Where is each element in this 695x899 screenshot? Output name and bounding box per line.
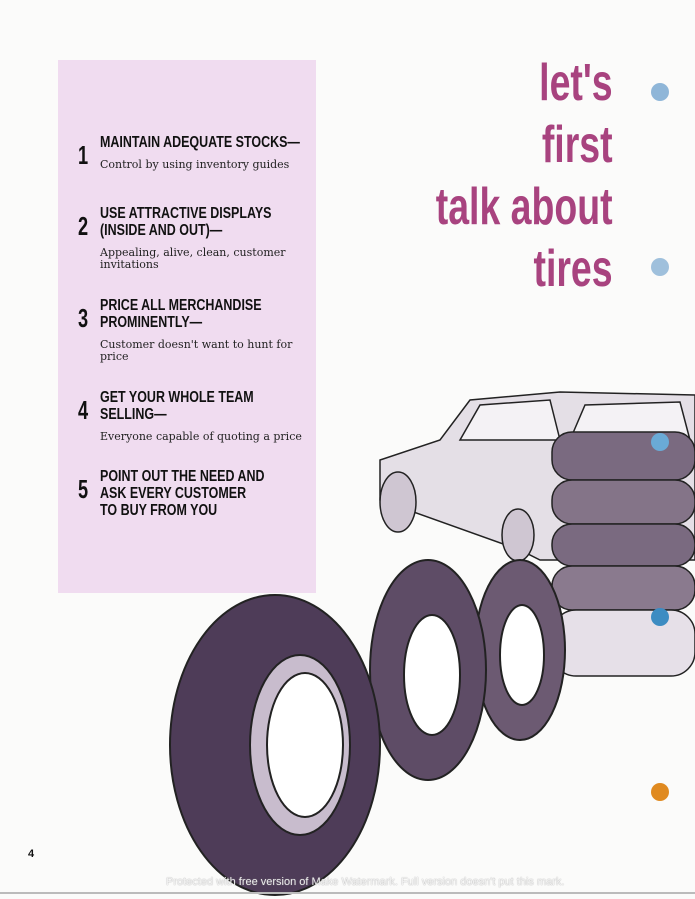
binder-hole xyxy=(651,433,669,451)
step-5: 5 POINT OUT THE NEED AND ASK EVERY CUSTO… xyxy=(78,468,308,519)
title-line: talk about xyxy=(436,178,613,236)
binder-hole xyxy=(651,83,669,101)
step-number: 3 xyxy=(78,303,89,333)
step-number: 1 xyxy=(78,140,89,170)
step-heading: GET YOUR WHOLE TEAM SELLING— xyxy=(100,389,254,423)
step-1: 1 MAINTAIN ADEQUATE STOCKS— Control by u… xyxy=(78,134,308,171)
step-number: 2 xyxy=(78,211,89,241)
step-description: Everyone capable of quoting a price xyxy=(100,430,302,443)
title-line: tires xyxy=(533,240,613,298)
binder-hole xyxy=(651,258,669,276)
step-description: Customer doesn't want to hunt for price xyxy=(100,338,293,363)
step-3: 3 PRICE ALL MERCHANDISE PROMINENTLY— Cus… xyxy=(78,297,308,363)
step-heading: USE ATTRACTIVE DISPLAYS (INSIDE AND OUT)… xyxy=(100,205,272,239)
step-number: 4 xyxy=(78,395,89,425)
step-heading: MAINTAIN ADEQUATE STOCKS— xyxy=(100,134,300,151)
page-title: let's first talk about tires xyxy=(436,52,613,300)
title-line: let's xyxy=(539,54,613,112)
standing-tires xyxy=(169,559,566,896)
page-number: 4 xyxy=(28,848,35,860)
step-description: Appealing, alive, clean, customer invita… xyxy=(100,246,286,271)
binder-hole xyxy=(651,608,669,626)
checklist-panel xyxy=(58,60,316,593)
tire-stack xyxy=(551,431,695,677)
step-heading: PRICE ALL MERCHANDISE PROMINENTLY— xyxy=(100,297,262,331)
title-line: first xyxy=(542,116,613,174)
binder-hole xyxy=(651,783,669,801)
step-4: 4 GET YOUR WHOLE TEAM SELLING— Everyone … xyxy=(78,389,308,443)
step-number: 5 xyxy=(78,474,89,504)
watermark-text: Protected with free version of Make Wate… xyxy=(166,876,565,888)
step-description: Control by using inventory guides xyxy=(100,158,290,171)
step-heading: POINT OUT THE NEED AND ASK EVERY CUSTOME… xyxy=(100,468,265,519)
step-2: 2 USE ATTRACTIVE DISPLAYS (INSIDE AND OU… xyxy=(78,205,308,271)
